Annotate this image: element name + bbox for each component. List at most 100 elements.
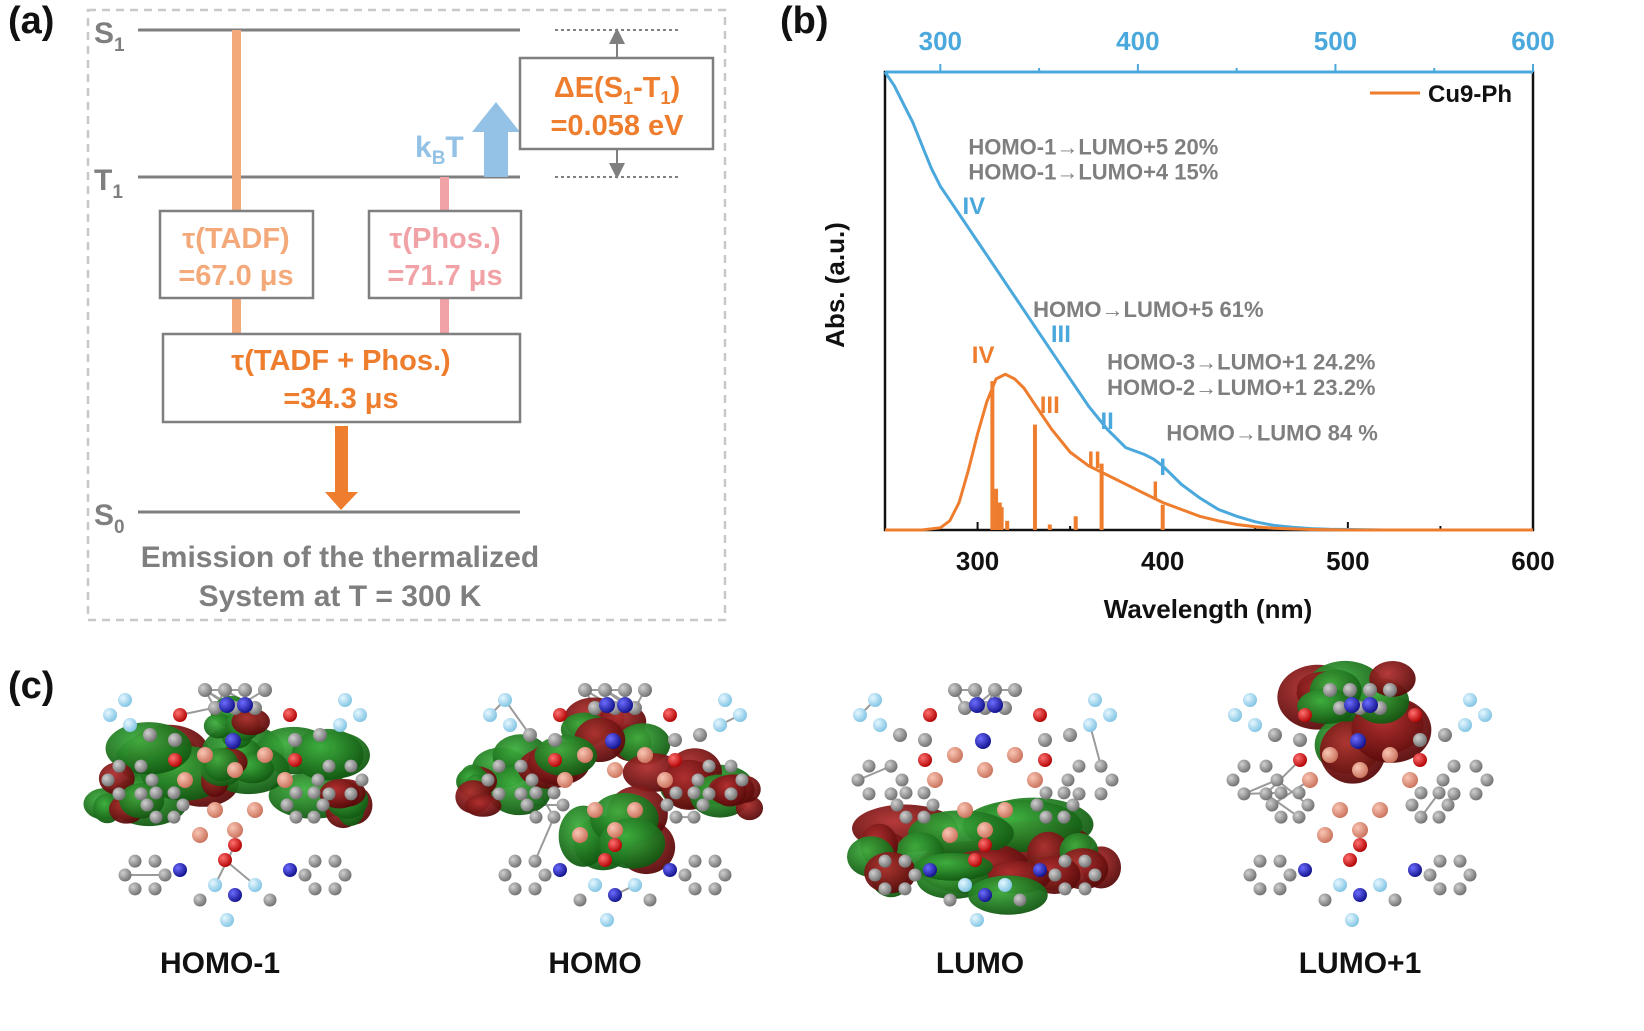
band-label: I bbox=[1159, 454, 1166, 481]
atom bbox=[1344, 697, 1360, 713]
atom bbox=[228, 838, 242, 852]
atom bbox=[168, 733, 182, 747]
atom bbox=[1317, 827, 1333, 843]
tau-tadf-line1: τ(TADF) bbox=[182, 223, 289, 255]
atom bbox=[918, 753, 932, 767]
atom bbox=[225, 733, 241, 749]
atom bbox=[598, 853, 612, 867]
atom bbox=[1333, 701, 1347, 715]
atom bbox=[238, 683, 252, 697]
atom bbox=[895, 773, 909, 787]
atom bbox=[657, 772, 673, 788]
atom bbox=[112, 759, 126, 773]
atom bbox=[1293, 753, 1307, 767]
orbital-lobe bbox=[98, 762, 135, 795]
atom bbox=[219, 697, 235, 713]
delta-e-value: =0.058 eV bbox=[550, 110, 684, 142]
atom bbox=[1226, 773, 1240, 787]
orbital-lobe bbox=[231, 708, 270, 736]
atom bbox=[1078, 882, 1092, 896]
atom bbox=[103, 708, 117, 722]
atom bbox=[149, 810, 163, 824]
atom bbox=[988, 683, 1002, 697]
atom bbox=[1274, 810, 1288, 824]
atom bbox=[307, 810, 321, 824]
atom bbox=[598, 683, 612, 697]
atom bbox=[520, 798, 534, 812]
atom bbox=[668, 733, 682, 747]
atom bbox=[663, 708, 677, 722]
atom bbox=[1270, 773, 1284, 787]
atom bbox=[1343, 853, 1357, 867]
atom bbox=[917, 810, 931, 824]
atom bbox=[1039, 786, 1053, 800]
atom bbox=[1273, 854, 1287, 868]
atom bbox=[878, 854, 892, 868]
bond bbox=[534, 816, 555, 862]
atom bbox=[1027, 772, 1043, 788]
band-label: IV bbox=[963, 193, 986, 220]
atom bbox=[1353, 838, 1367, 852]
atom bbox=[733, 708, 747, 722]
atom bbox=[1057, 786, 1071, 800]
atom bbox=[968, 853, 982, 867]
band-label: IV bbox=[972, 342, 995, 369]
atom bbox=[668, 753, 682, 767]
t1-label: T1 bbox=[94, 164, 123, 203]
atom bbox=[1038, 753, 1052, 767]
atom bbox=[1408, 708, 1422, 722]
atom bbox=[997, 802, 1013, 818]
tadf-channel-bar bbox=[232, 30, 241, 335]
atom bbox=[553, 863, 567, 877]
atom bbox=[1273, 882, 1287, 896]
atom bbox=[167, 810, 181, 824]
atom bbox=[1469, 759, 1483, 773]
atom bbox=[1039, 810, 1053, 824]
orbital-lobe bbox=[1369, 661, 1416, 697]
atom bbox=[1447, 787, 1461, 801]
atom bbox=[528, 882, 542, 896]
atom bbox=[176, 798, 190, 812]
atom bbox=[298, 868, 312, 882]
atom bbox=[355, 773, 369, 787]
atom bbox=[498, 868, 512, 882]
s0-label: S0 bbox=[94, 499, 125, 538]
atom bbox=[528, 854, 542, 868]
orbital-label-lumo: LUMO bbox=[935, 947, 1025, 980]
atom bbox=[893, 728, 907, 742]
atom bbox=[1373, 878, 1387, 892]
atom bbox=[101, 773, 115, 787]
atom bbox=[1453, 854, 1467, 868]
atom bbox=[878, 882, 892, 896]
atom bbox=[525, 773, 539, 787]
atom bbox=[884, 759, 898, 773]
atom bbox=[193, 893, 207, 907]
atom bbox=[1433, 882, 1447, 896]
atom bbox=[627, 802, 643, 818]
atom bbox=[547, 810, 561, 824]
atom bbox=[1353, 888, 1367, 902]
atom bbox=[333, 718, 347, 732]
atom bbox=[1413, 733, 1427, 747]
atom bbox=[638, 683, 652, 697]
atom bbox=[128, 854, 142, 868]
x-tick-label: 300 bbox=[956, 546, 999, 576]
atom bbox=[307, 786, 321, 800]
tau-phos-line1: τ(Phos.) bbox=[389, 223, 500, 255]
atom bbox=[1103, 708, 1117, 722]
atom bbox=[1363, 683, 1377, 697]
atom bbox=[1253, 854, 1267, 868]
top-tick-label: 500 bbox=[1314, 26, 1357, 56]
orbital-label-homo: HOMO bbox=[548, 947, 642, 980]
series-line-cu9-ph bbox=[885, 372, 1533, 532]
top-tick-label: 600 bbox=[1511, 26, 1554, 56]
atom bbox=[1058, 882, 1072, 896]
atom bbox=[691, 773, 705, 787]
atom bbox=[853, 708, 867, 722]
tau-tadf-box bbox=[158, 209, 315, 300]
atom bbox=[987, 697, 1003, 713]
atom bbox=[948, 683, 962, 697]
transition-annotation: HOMO-2→LUMO+1 23.2% bbox=[1107, 375, 1375, 400]
atom bbox=[943, 893, 957, 907]
atom bbox=[1413, 753, 1427, 767]
